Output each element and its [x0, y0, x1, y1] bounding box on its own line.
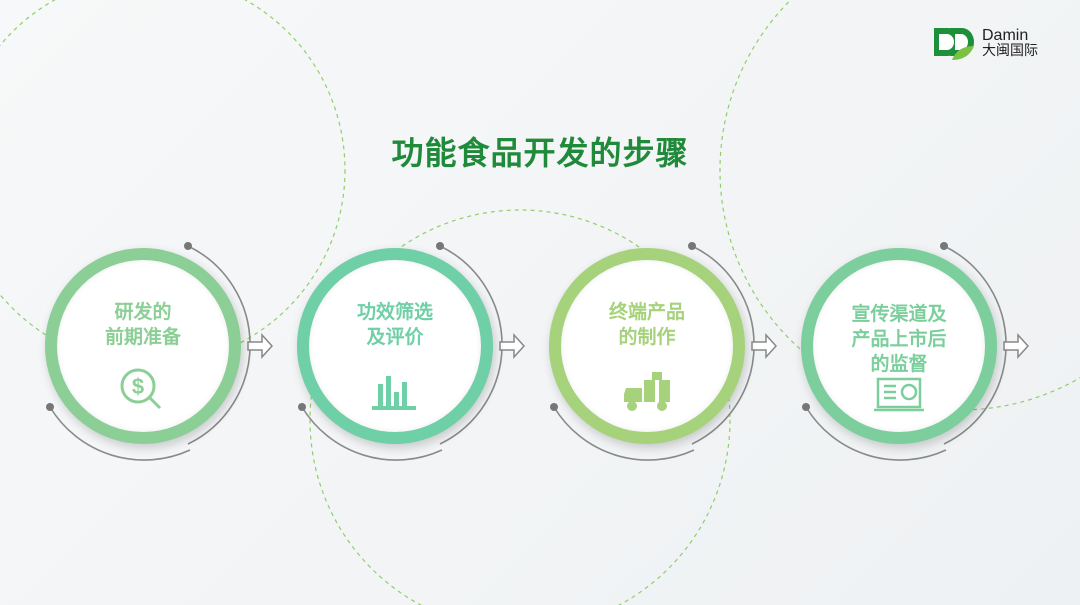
step-label: 宣传渠道及 — [851, 304, 947, 325]
monitor-report-icon — [874, 377, 924, 412]
logo-name: Damin — [982, 27, 1029, 44]
step-label: 及评价 — [366, 327, 424, 348]
step-label: 的制作 — [618, 327, 676, 348]
step-label: 功效筛选 — [356, 302, 433, 323]
step-label: 研发的 — [114, 302, 172, 323]
delivery-truck-icon — [624, 372, 670, 411]
step-label: 前期准备 — [104, 327, 181, 348]
step-4: 宣传渠道及产品上市后的监督 — [801, 248, 997, 444]
bar-chart-icon — [372, 376, 416, 410]
page-title: 功能食品开发的步骤 — [391, 135, 689, 171]
step-label: 产品上市后 — [851, 329, 947, 350]
step-label: 终端产品 — [608, 302, 685, 323]
dollar-search-icon: $ — [120, 368, 162, 410]
step-1: 研发的前期准备 $ — [45, 248, 241, 444]
logo-cn: 大闽国际 — [982, 42, 1038, 58]
step-3: 终端产品的制作 — [549, 248, 745, 444]
step-2: 功效筛选及评价 — [297, 248, 493, 444]
damin-logo-icon — [934, 28, 974, 60]
svg-text:$: $ — [132, 374, 144, 399]
step-label: 的监督 — [870, 354, 928, 375]
